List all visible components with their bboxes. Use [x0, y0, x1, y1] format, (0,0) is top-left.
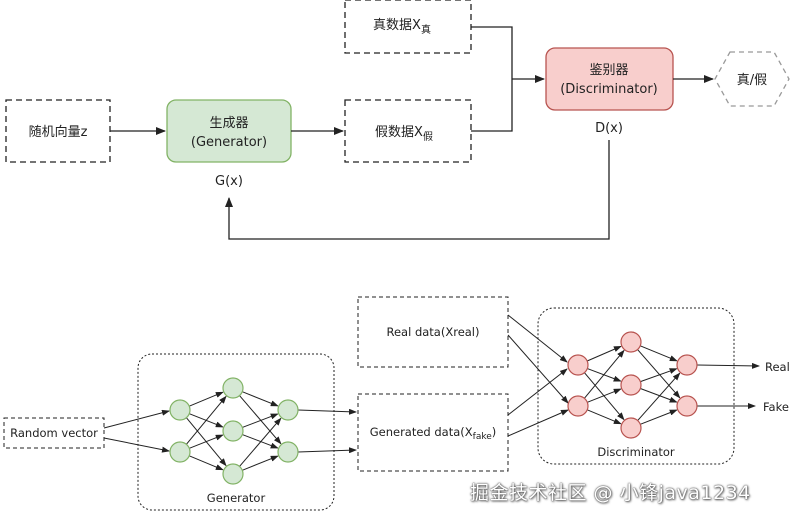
generator-edge: [242, 434, 279, 449]
generator-node: [169, 441, 191, 463]
network-edges: [103, 314, 760, 471]
discriminator-network-label: Discriminator: [597, 445, 675, 459]
discriminator-edge: [583, 349, 625, 399]
generator-edge: [242, 391, 279, 407]
top-generator-fn: G(x): [215, 174, 243, 189]
top-discriminator-box: [545, 47, 674, 111]
discriminator-edge: [640, 409, 678, 425]
discriminator-network-container: [537, 307, 735, 465]
top-generator-box: [166, 99, 292, 163]
discriminator-edge: [637, 372, 681, 421]
generator-edge: [189, 391, 224, 407]
discriminator-node: [620, 331, 642, 353]
generator-edge: [242, 455, 279, 471]
discriminator-node: [676, 395, 698, 417]
discriminator-edge: [637, 349, 681, 399]
bottom-generated-data-box: [357, 393, 509, 472]
top-fake-data-label: 假数据X假: [375, 125, 433, 143]
top-diagram: 随机向量z 生成器 (Generator) G(x) 真数据X真 假数据X假 鉴…: [5, 0, 790, 240]
arrow-random-to-generator-top: [103, 409, 170, 429]
discriminator-node: [620, 417, 642, 439]
discriminator-edge: [586, 345, 622, 362]
arrow-generator-to-data-bottom: [297, 447, 357, 454]
output-fake-label: Fake: [763, 400, 789, 414]
generator-edge: [239, 395, 282, 445]
discriminator-edge: [640, 388, 678, 403]
discriminator-edge: [587, 388, 622, 403]
bottom-random-vector-box: [3, 417, 105, 449]
discriminator-node: [676, 354, 698, 376]
generator-node: [222, 463, 244, 485]
generator-edge: [189, 455, 224, 471]
generator-node: [277, 441, 299, 463]
top-real-data-label: 真数据X真: [373, 18, 431, 36]
generator-edge: [185, 395, 227, 445]
discriminator-node: [567, 395, 589, 417]
generator-node: [222, 377, 244, 399]
bottom-real-data-box: [357, 296, 509, 368]
arrow-fake-to-disc-bottom: [507, 409, 569, 437]
generator-node: [222, 420, 244, 442]
top-real-data-box: [344, 0, 472, 54]
bottom-diagram: Random vector Generator Real data(Xreal)…: [3, 296, 790, 511]
discriminator-node: [620, 374, 642, 396]
bottom-real-data-label: Real data(Xreal): [387, 325, 480, 339]
top-output-hexagon: [714, 51, 790, 107]
discriminator-edge: [640, 345, 678, 362]
top-discriminator-fn: D(x): [595, 121, 623, 136]
arrow-disc-to-real: [696, 362, 760, 369]
generator-network-label: Generator: [207, 491, 266, 505]
top-line-fake-to-discriminator: [471, 79, 513, 132]
arrow-fake-to-disc-top: [507, 368, 568, 416]
top-discriminator-subtitle: (Discriminator): [560, 82, 658, 97]
generator-edge: [242, 413, 279, 428]
generator-edge: [189, 434, 224, 449]
top-fake-data-box: [344, 99, 472, 163]
bottom-generated-data-label: Generated data(Xfake): [370, 425, 497, 442]
discriminator-node: [567, 354, 589, 376]
top-feedback-arrow: [225, 140, 610, 240]
top-random-vector-box: [5, 99, 111, 163]
watermark: 掘金技术社区 @ 小锋java1234: [470, 482, 751, 504]
top-line-real-to-discriminator: [471, 26, 513, 79]
output-real-label: Real: [765, 360, 790, 374]
top-random-vector-label: 随机向量z: [29, 124, 88, 140]
discriminator-edge: [640, 368, 678, 383]
generator-node: [277, 399, 299, 421]
top-generator-title: 生成器: [209, 116, 248, 131]
generator-network-container: [137, 353, 335, 511]
generator-edge: [239, 417, 282, 467]
top-generator-subtitle: (Generator): [191, 135, 267, 150]
top-discriminator-title: 鉴别器: [589, 63, 628, 78]
arrow-real-to-disc-top: [507, 314, 568, 363]
discriminator-edge: [587, 409, 622, 425]
arrow-real-to-disc-bottom: [507, 334, 569, 404]
network-nodes: [169, 331, 698, 485]
arrow-generator-to-data-top: [297, 408, 357, 415]
bottom-random-vector-label: Random vector: [10, 426, 98, 440]
generator-node: [169, 399, 191, 421]
top-output-label: 真/假: [737, 73, 767, 88]
arrow-random-to-generator-bottom: [103, 437, 170, 453]
